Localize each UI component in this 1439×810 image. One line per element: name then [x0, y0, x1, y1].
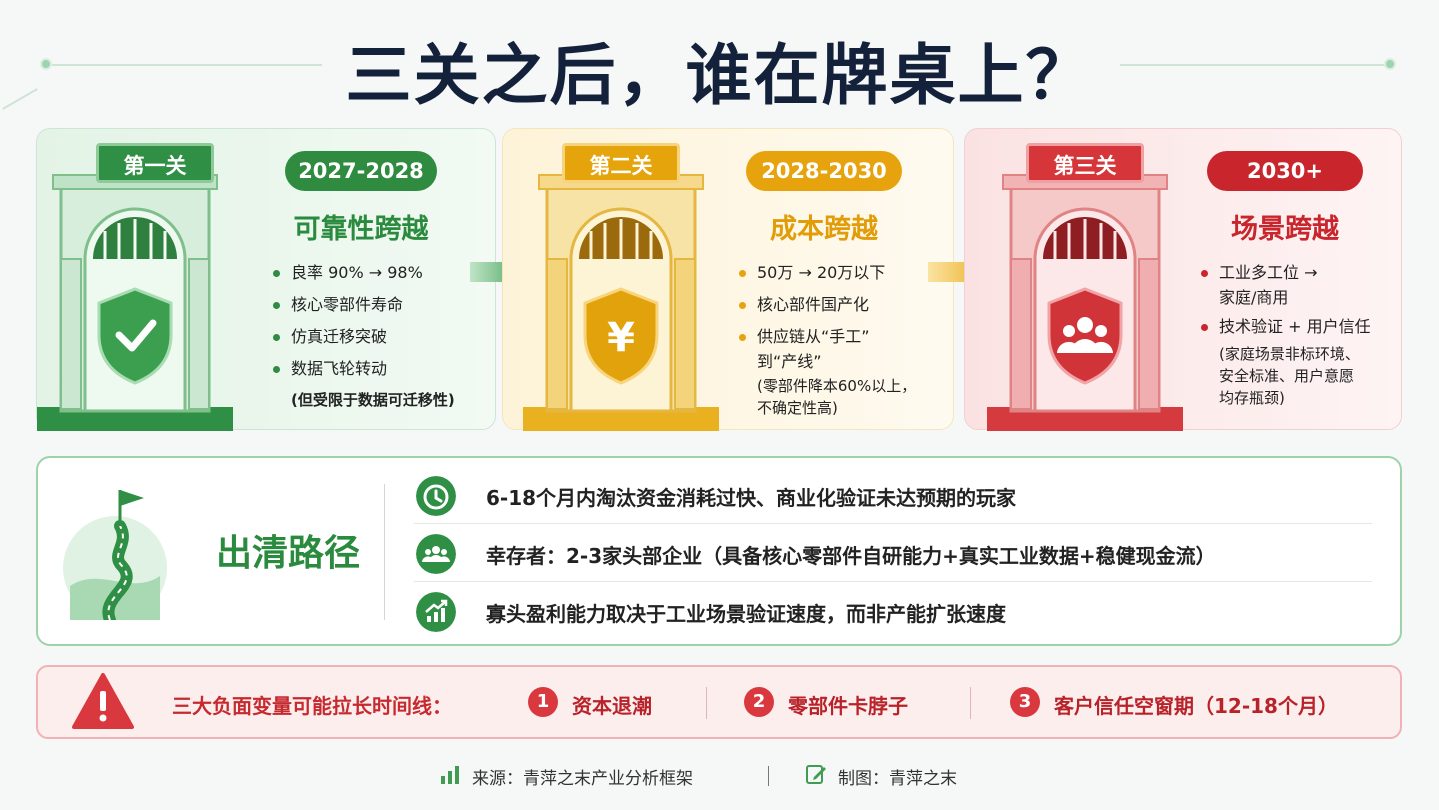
stage-heading: 可靠性跨越 — [293, 214, 429, 245]
bullet-continuation: 家庭/商用 — [1219, 288, 1289, 307]
winding-road-flag-icon — [63, 490, 167, 620]
gate-illustration-red — [987, 174, 1183, 431]
risk-item-text: 零部件卡脖子 — [788, 694, 908, 718]
bullet-note: (但受限于数据可迁移性) — [291, 391, 455, 409]
bullet-item: 技术验证 + 用户信任 — [1197, 311, 1397, 343]
bullet-item: 仿真迁移突破 — [269, 321, 489, 353]
author-text: 制图：青萍之末 — [838, 769, 957, 789]
divider — [706, 687, 707, 719]
risk-item-text: 客户信任空窗期（12-18个月） — [1054, 694, 1338, 718]
stage-bullets: 工业多工位 → 家庭/商用 技术验证 + 用户信任 (家庭场景非标环境、 安全标… — [1197, 257, 1397, 409]
exit-row-text: 6-18个月内淘汰资金消耗过快、商业化验证未达预期的玩家 — [486, 486, 1017, 510]
bullet-note: (家庭场景非标环境、 — [1219, 345, 1360, 363]
bullet-note: 安全标准、用户意愿 — [1219, 367, 1355, 385]
bullet-item: 50万 → 20万以下 — [735, 257, 945, 289]
period-badge: 2027-2028 — [285, 151, 437, 191]
number-badge: 3 — [1010, 687, 1040, 717]
exit-row-text: 幸存者：2-3家头部企业（具备核心零部件自研能力+真实工业数据+稳健现金流） — [486, 544, 1216, 568]
stage-card-1: 第一关 2027-2028 可靠性跨越 良率 90% → 98% 核心零部件寿命… — [36, 128, 496, 431]
gate-label: 第二关 — [562, 143, 680, 183]
period-badge: 2030+ — [1207, 151, 1363, 191]
exit-path-panel: 出清路径 6-18个月内淘汰资金消耗过快、商业化验证未达预期的玩家 幸存者：2-… — [36, 456, 1402, 646]
warning-icon — [72, 673, 134, 729]
bullet-item: 核心部件国产化 — [735, 289, 945, 321]
exit-row: 幸存者：2-3家头部企业（具备核心零部件自研能力+真实工业数据+稳健现金流） — [414, 524, 1372, 582]
period-badge: 2028-2030 — [746, 151, 902, 191]
bullet-note: 均存瓶颈) — [1219, 389, 1285, 407]
risk-item-text: 资本退潮 — [572, 694, 652, 718]
bullet-item: 核心零部件寿命 — [269, 289, 489, 321]
decor-circuit-right — [1110, 0, 1439, 120]
decor-circuit-left — [0, 0, 340, 120]
stage-card-3: 第三关 2030+ 场景跨越 工业多工位 → 家庭/商用 技术验证 + 用户信任… — [964, 128, 1402, 431]
clock-icon — [416, 476, 456, 516]
gate-illustration-green — [37, 174, 233, 431]
stage-heading: 成本跨越 — [770, 214, 878, 245]
divider — [384, 484, 385, 620]
exit-row: 6-18个月内淘汰资金消耗过快、商业化验证未达预期的玩家 — [414, 466, 1372, 524]
stage-bullets: 50万 → 20万以下 核心部件国产化 供应链从“手工” 到“产线” (零部件降… — [735, 257, 945, 419]
number-badge: 2 — [744, 687, 774, 717]
gate-label: 第三关 — [1026, 143, 1144, 183]
footer-separator — [768, 766, 769, 786]
number-badge: 1 — [528, 687, 558, 717]
bullet-note: 不确定性高) — [757, 399, 838, 417]
bullet-item: 工业多工位 → — [1197, 257, 1397, 289]
footer: 来源：青萍之末产业分析框架 制图：青萍之末 — [0, 762, 1439, 792]
bar-chart-icon — [441, 766, 459, 784]
bullet-continuation: 到“产线” — [757, 352, 822, 371]
exit-row: 寡头盈利能力取决于工业场景验证速度，而非产能扩张速度 — [414, 582, 1372, 640]
bullet-item: 良率 90% → 98% — [269, 257, 489, 289]
svg-text:¥: ¥ — [607, 315, 635, 361]
page-title: 三关之后，谁在牌桌上？ — [345, 37, 1094, 114]
bullet-item: 供应链从“手工” — [735, 321, 945, 353]
exit-path-title: 出清路径 — [216, 533, 361, 574]
stage-heading: 场景跨越 — [1231, 214, 1339, 245]
stage-card-2: ¥ 第二关 2028-2030 成本跨越 50万 → 20万以下 核心部件国产化… — [502, 128, 954, 431]
risk-label: 三大负面变量可能拉长时间线： — [172, 694, 452, 718]
bullet-item: 数据飞轮转动 — [269, 353, 489, 385]
source-text: 来源：青萍之末产业分析框架 — [472, 769, 693, 789]
exit-row-text: 寡头盈利能力取决于工业场景验证速度，而非产能扩张速度 — [486, 602, 1006, 626]
users-icon — [416, 534, 456, 574]
gate-label: 第一关 — [96, 143, 214, 183]
edit-icon — [806, 765, 826, 784]
risk-bar: 三大负面变量可能拉长时间线： 1 资本退潮 2 零部件卡脖子 3 客户信任空窗期… — [36, 665, 1402, 739]
stage-bullets: 良率 90% → 98% 核心零部件寿命 仿真迁移突破 数据飞轮转动 (但受限于… — [269, 257, 489, 415]
bullet-note: (零部件降本60%以上， — [757, 377, 917, 395]
divider — [970, 687, 971, 719]
growth-chart-icon — [416, 592, 456, 632]
